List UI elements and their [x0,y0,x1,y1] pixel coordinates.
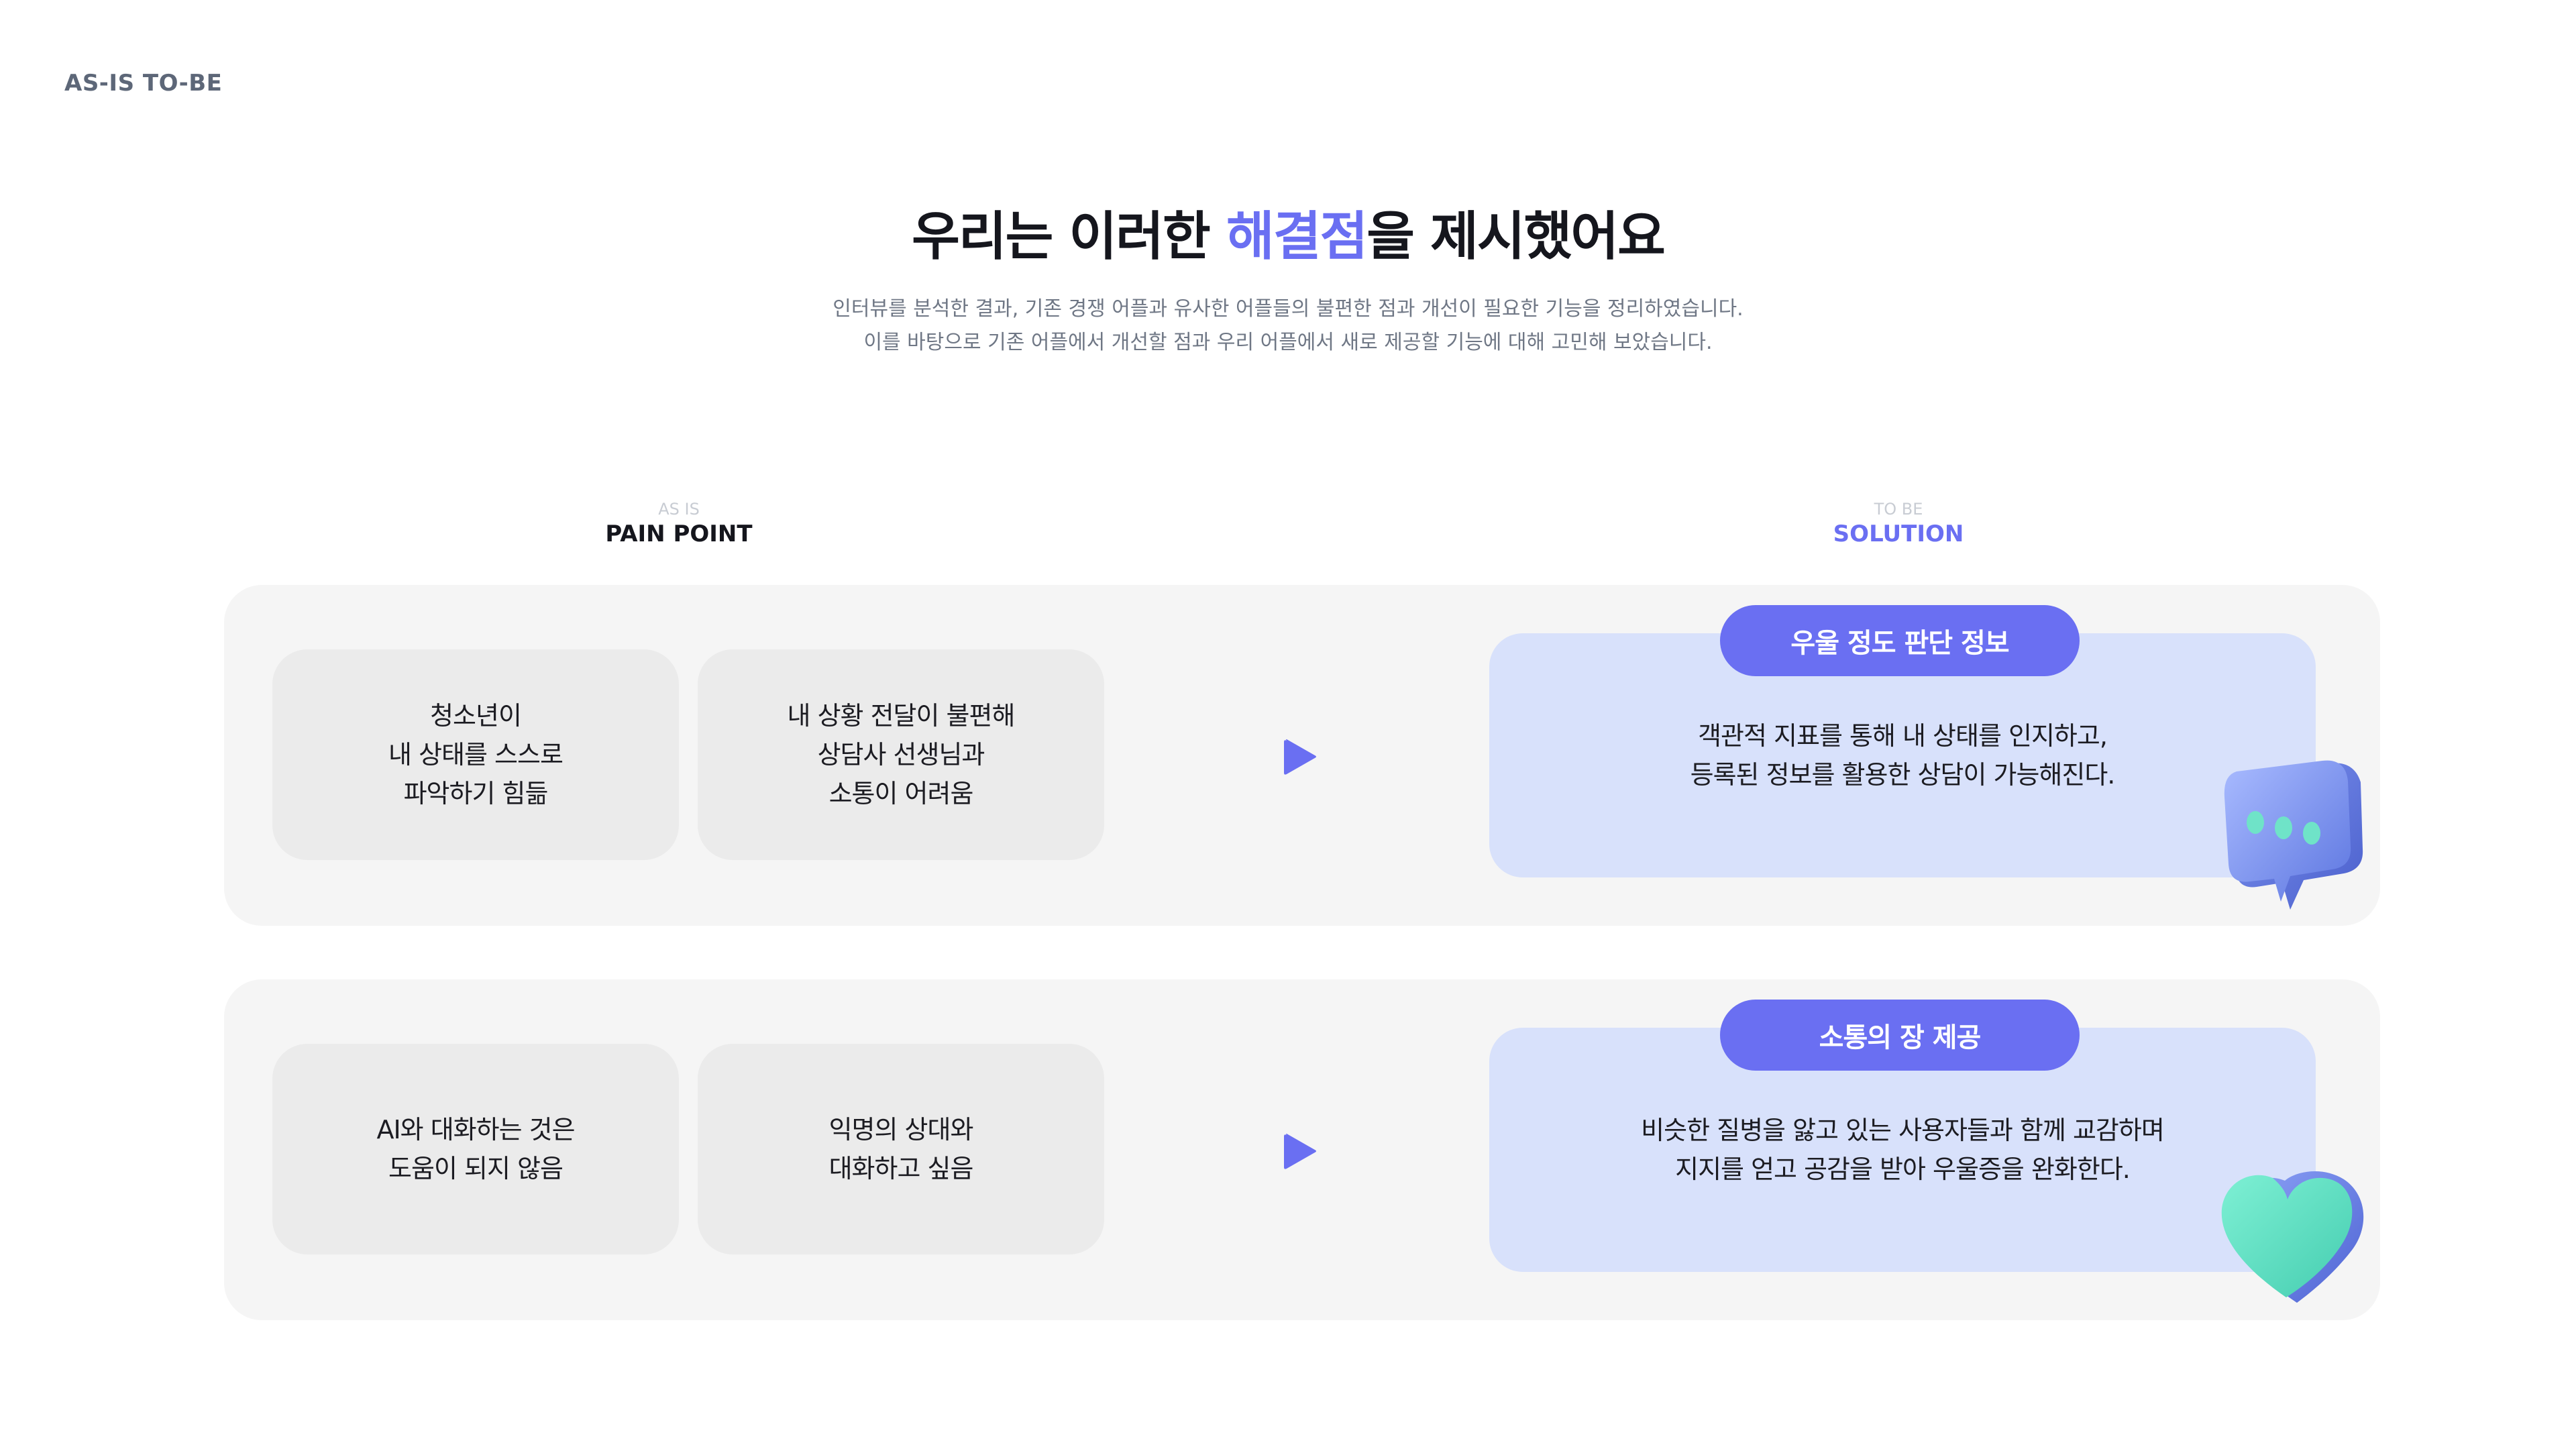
as-is-label: AS IS [658,500,700,519]
pain-point-label: PAIN POINT [605,521,753,547]
solution-text-line: 등록된 정보를 활용한 상담이 가능해진다. [1690,760,2116,790]
solution-title-pill: 우울 정도 판단 정보 [1720,605,2080,676]
pain-card: AI와 대화하는 것은 도움이 되지 않음 [272,1044,679,1254]
solution-label: SOLUTION [1833,521,1964,547]
section-tag: AS-IS TO-BE [64,70,223,97]
pain-text-line: 익명의 상대와 [828,1115,974,1144]
solution-text-line: 비슷한 질병을 앓고 있는 사용자들과 함께 교감하며 [1641,1116,2165,1145]
pain-text-line: 상담사 선생님과 [817,740,985,769]
chat-bubble-icon [2224,760,2363,910]
pain-text-line: 청소년이 [430,701,522,731]
comparison-row-2: AI와 대화하는 것은 도움이 되지 않음 익명의 상대와 대화하고 싶음 비슷… [224,979,2380,1320]
page-subtitle: 인터뷰를 분석한 결과, 기존 경쟁 어플과 유사한 어플들의 불편한 점과 개… [0,292,2576,360]
play-arrow-icon [1284,739,1316,775]
pain-card: 내 상황 전달이 불편해 상담사 선생님과 소통이 어려움 [698,649,1104,860]
pain-card: 청소년이 내 상태를 스스로 파악하기 힘듦 [272,649,679,860]
solution-text-line: 지지를 얻고 공감을 받아 우울증을 완화한다. [1675,1155,2131,1184]
as-is-header: AS IS PAIN POINT [478,499,880,549]
subtitle-line-1: 인터뷰를 분석한 결과, 기존 경쟁 어플과 유사한 어플들의 불편한 점과 개… [833,297,1743,321]
heart-icon [2221,1171,2364,1303]
solution-title-pill: 소통의 장 제공 [1720,1000,2080,1071]
pain-text-line: 내 상태를 스스로 [388,740,564,769]
page-title: 우리는 이러한 해결점을 제시했어요 [0,195,2576,270]
title-prefix: 우리는 이러한 [912,207,1226,267]
comparison-row-1: 청소년이 내 상태를 스스로 파악하기 힘듦 내 상황 전달이 불편해 상담사 … [224,585,2380,926]
to-be-header: TO BE SOLUTION [1697,499,2100,549]
pain-text-line: 소통이 어려움 [828,779,974,808]
solution-text-line: 객관적 지표를 통해 내 상태를 인지하고, [1698,721,2108,751]
title-suffix: 을 제시했어요 [1366,207,1666,267]
subtitle-line-2: 이를 바탕으로 기존 어플에서 개선할 점과 우리 어플에서 새로 제공할 기능… [863,331,1713,354]
pain-text-line: 대화하고 싶음 [828,1154,974,1183]
pain-text-line: 파악하기 힘듦 [403,779,549,808]
to-be-label: TO BE [1874,500,1923,519]
play-arrow-icon [1284,1134,1316,1169]
pain-text-line: 도움이 되지 않음 [388,1154,564,1183]
pain-text-line: 내 상황 전달이 불편해 [787,701,1016,731]
pain-card: 익명의 상대와 대화하고 싶음 [698,1044,1104,1254]
title-accent: 해결점 [1226,207,1368,267]
pain-text-line: AI와 대화하는 것은 [376,1115,575,1144]
